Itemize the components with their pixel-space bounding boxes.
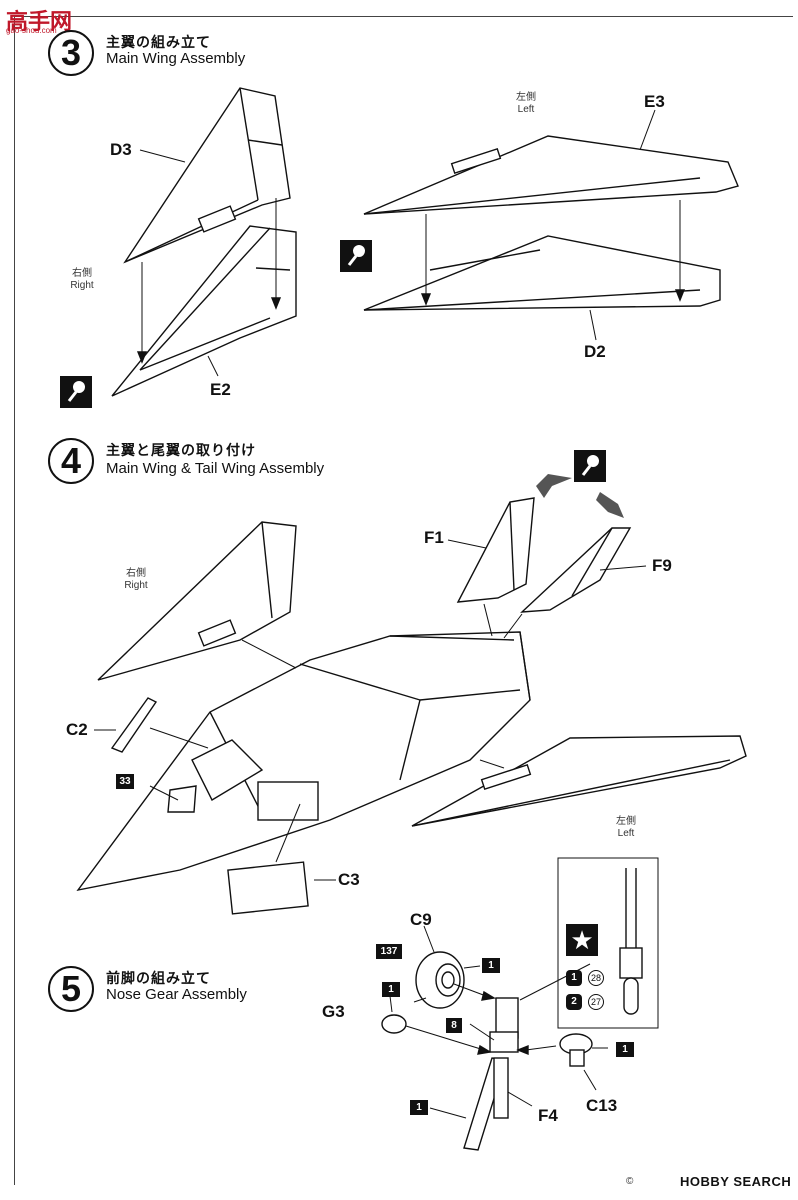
- step-3-title-en: Main Wing Assembly: [106, 50, 246, 67]
- page-frame: [14, 16, 793, 1185]
- part-g3-shape: [381, 1014, 407, 1034]
- footer-copyright: ©: [626, 1176, 634, 1187]
- footer-brand: HOBBY SEARCH: [680, 1174, 792, 1189]
- glue-icon: [60, 376, 92, 408]
- paint-ref-1-g3: 1: [382, 982, 400, 997]
- wing-e2: [111, 225, 297, 397]
- watermark-logo: 高手网: [6, 9, 73, 35]
- part-label-f9: F9: [652, 556, 672, 575]
- side-left-en: Left: [617, 828, 635, 839]
- part-label-f4: F4: [538, 1106, 558, 1125]
- part-label-c13: C13: [586, 1096, 618, 1115]
- part-c13-shape: [559, 1033, 593, 1067]
- side-left-step4: 左側 Left: [606, 816, 646, 840]
- step-4-title-jp: 主翼と尾翼の取り付け: [106, 442, 256, 458]
- option-2-badge: 2: [566, 994, 582, 1010]
- detail-strut: [619, 868, 643, 1015]
- step-5-title-jp: 前脚の組み立て: [106, 970, 211, 986]
- side-right-step3: 右側 Right: [62, 268, 102, 292]
- option-2-ref: 27: [588, 994, 604, 1010]
- part-label-f1: F1: [424, 528, 444, 547]
- side-left-jp: 左側: [516, 92, 536, 103]
- tail-f9: [520, 527, 632, 613]
- wing-d2: [363, 235, 721, 311]
- watermark-site: gao-shou.com: [6, 26, 57, 35]
- paint-ref-1-c13: 1: [616, 1042, 634, 1057]
- side-right-jp: 右側: [72, 268, 92, 279]
- strut-assembly: [463, 997, 519, 1151]
- side-right-en: Right: [124, 580, 148, 591]
- paint-ref-33: 33: [116, 774, 134, 789]
- paint-ref-1-wheel: 1: [482, 958, 500, 973]
- paint-ref-137: 137: [376, 944, 402, 959]
- part-label-e2: E2: [210, 380, 231, 399]
- side-right-jp: 右側: [126, 568, 146, 579]
- glue-icon: [574, 450, 606, 482]
- glue-icon: [340, 240, 372, 272]
- option-1-badge: 1: [566, 970, 582, 986]
- part-label-c2: C2: [66, 720, 88, 739]
- step-4-number: 4: [48, 438, 94, 484]
- wheel-c9: [415, 951, 465, 1009]
- step-5-title-en: Nose Gear Assembly: [106, 986, 247, 1003]
- side-left-en: Left: [517, 104, 535, 115]
- part-label-d2: D2: [584, 342, 606, 361]
- side-right-en: Right: [70, 280, 94, 291]
- side-right-step4: 右側 Right: [116, 568, 156, 592]
- star-icon: ★: [566, 924, 598, 956]
- wing-right-step4: [97, 521, 297, 681]
- part-label-c3: C3: [338, 870, 360, 889]
- part-label-c9: C9: [410, 910, 432, 929]
- tail-f1: [456, 497, 535, 603]
- wing-e3: [363, 135, 739, 215]
- wing-left-step4: [411, 735, 747, 827]
- side-left-jp: 左側: [616, 816, 636, 827]
- paint-ref-1-f4: 1: [410, 1100, 428, 1115]
- step-3-number: 3: [48, 30, 94, 76]
- part-c3-grid: [227, 861, 309, 915]
- paint-ref-8: 8: [446, 1018, 462, 1033]
- option-1-ref: 28: [588, 970, 604, 986]
- aircraft-body: [76, 631, 531, 892]
- part-label-e3: E3: [644, 92, 665, 111]
- side-left-step3: 左側 Left: [506, 92, 546, 116]
- step-3-title-jp: 主翼の組み立て: [106, 34, 211, 50]
- step-5-number: 5: [48, 966, 94, 1012]
- step-4-title-en: Main Wing & Tail Wing Assembly: [106, 460, 325, 477]
- part-label-d3: D3: [110, 140, 132, 159]
- wing-d3: [123, 87, 291, 264]
- part-label-g3: G3: [322, 1002, 345, 1021]
- part-c2-grid: [110, 697, 158, 753]
